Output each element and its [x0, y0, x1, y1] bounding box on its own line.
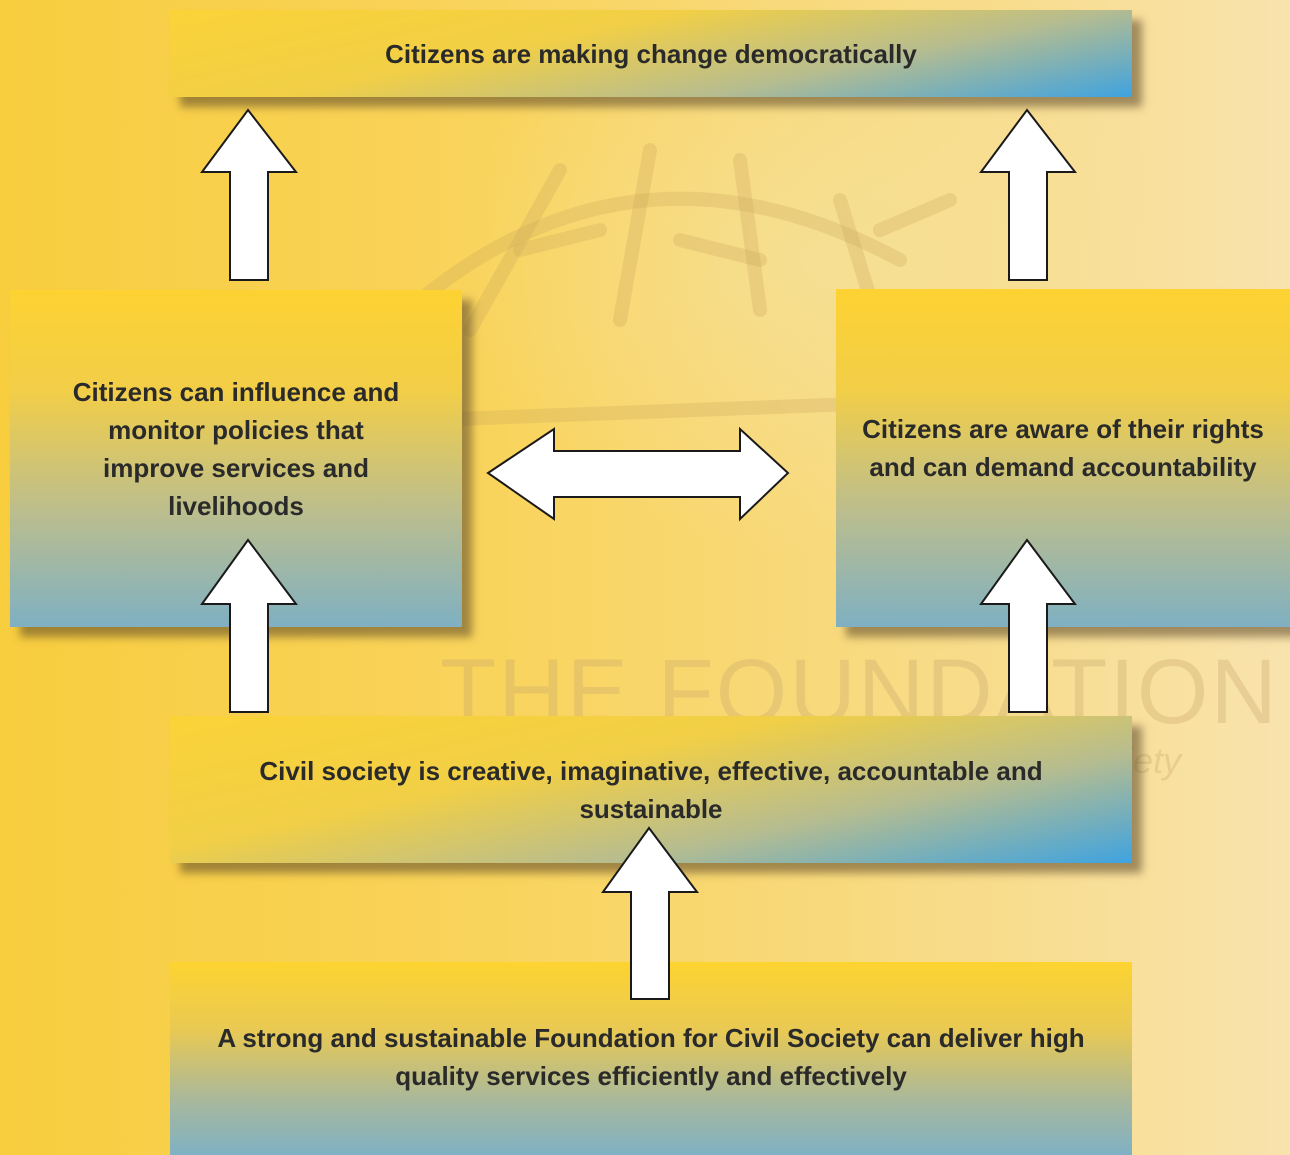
goal-box-text: Citizens are making change democraticall…	[385, 38, 917, 69]
influence-policies-box: Citizens can influence and monitor polic…	[10, 290, 462, 627]
rights-awareness-box: Citizens are aware of their rights and c…	[836, 289, 1290, 627]
watermark-subtitle: iety	[1125, 740, 1182, 781]
civil-society-text: Civil society is creative, imaginative, …	[259, 755, 1043, 824]
foundation-box: A strong and sustainable Foundation for …	[170, 962, 1132, 1155]
goal-box: Citizens are making change democraticall…	[170, 10, 1132, 97]
rights-awareness-text: Citizens are aware of their rights and c…	[862, 414, 1264, 482]
civil-society-box: Civil society is creative, imaginative, …	[170, 716, 1132, 863]
foundation-text: A strong and sustainable Foundation for …	[217, 1022, 1085, 1091]
influence-policies-text: Citizens can influence and monitor polic…	[72, 376, 400, 521]
